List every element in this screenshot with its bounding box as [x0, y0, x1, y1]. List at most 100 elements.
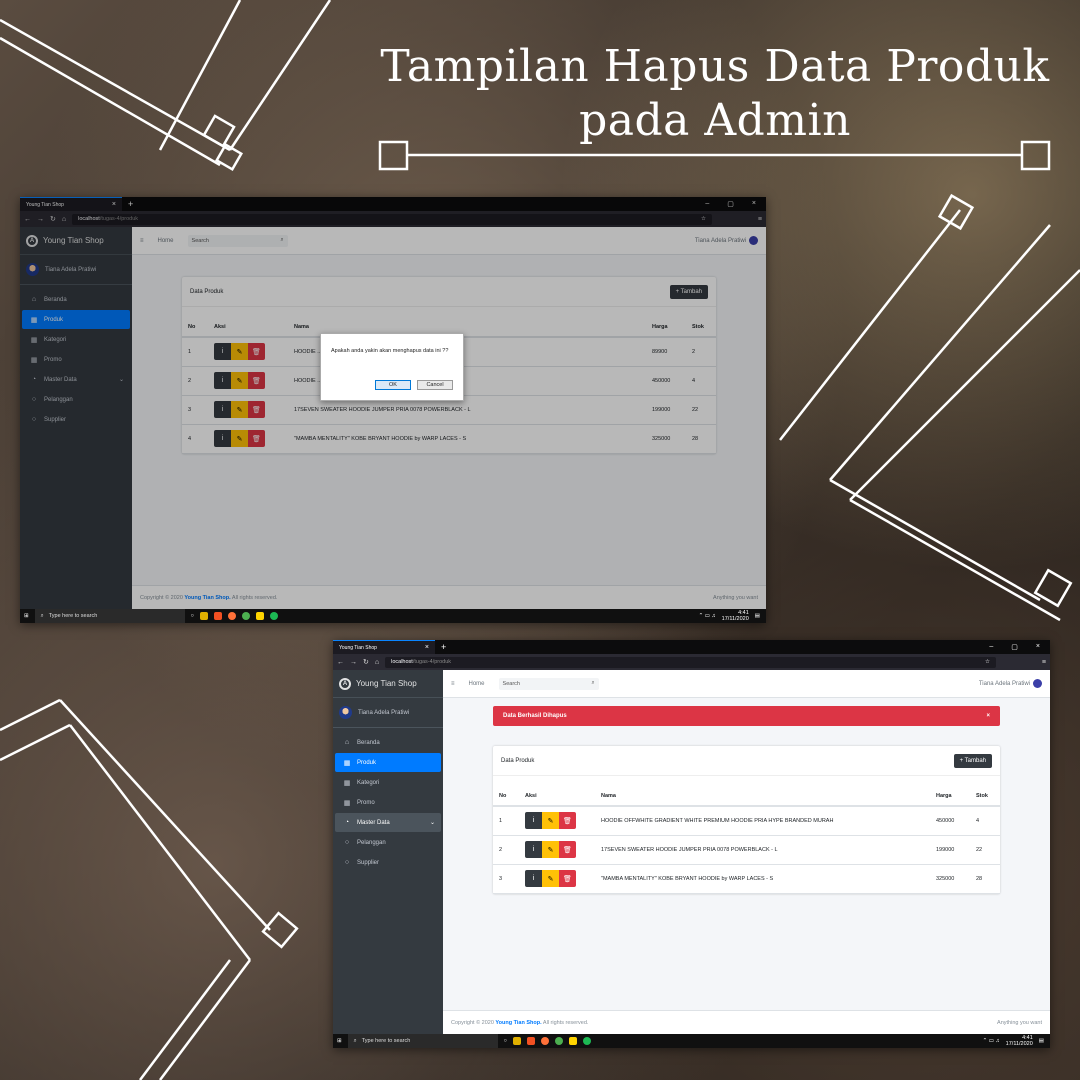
browser-tab[interactable]: Young Tian Shop×: [333, 640, 435, 654]
edit-button[interactable]: ✎: [231, 343, 248, 361]
back-icon[interactable]: ←: [337, 658, 344, 666]
taskbar-search[interactable]: ⌕Type here to search: [34, 609, 185, 623]
hamburger-icon[interactable]: ≡: [140, 237, 144, 244]
sidebar-item-kategori[interactable]: ▦Kategori: [22, 330, 130, 349]
close-tab-icon[interactable]: ×: [424, 644, 429, 651]
reload-icon[interactable]: ↻: [363, 659, 369, 666]
forward-icon[interactable]: →: [37, 215, 44, 223]
home-icon[interactable]: ⌂: [374, 658, 380, 666]
sidebar-user[interactable]: Tiana Adela Pratiwi: [20, 255, 132, 285]
delete-button[interactable]: 🗑: [559, 812, 576, 830]
taskbar-search[interactable]: ⌕Type here to search: [347, 1034, 498, 1048]
sidebar-item-promo[interactable]: ▦Promo: [335, 793, 441, 812]
bookmark-icon[interactable]: ☆: [984, 659, 990, 665]
cortana-icon[interactable]: ○: [503, 1038, 507, 1044]
windows-start-icon[interactable]: ⊞: [24, 613, 29, 619]
info-button[interactable]: i: [525, 870, 542, 887]
sticky-notes-icon[interactable]: [255, 612, 264, 620]
info-button[interactable]: i: [525, 841, 542, 858]
navbar-user[interactable]: Tiana Adela Pratiwi: [695, 236, 758, 245]
delete-button[interactable]: 🗑: [559, 870, 576, 887]
sublime-icon[interactable]: [526, 1037, 535, 1045]
footer-brand-link[interactable]: Young Tian Shop.: [184, 594, 231, 601]
file-explorer-icon[interactable]: [512, 1037, 521, 1045]
sidebar-item-produk[interactable]: ▦Produk: [335, 753, 441, 772]
search-input[interactable]: Search⌕: [498, 677, 599, 690]
navbar-user[interactable]: Tiana Adela Pratiwi: [979, 679, 1042, 688]
delete-button[interactable]: 🗑: [248, 401, 265, 418]
close-tab-icon[interactable]: ×: [111, 201, 116, 208]
url-field[interactable]: localhost/tugas-4/produk☆: [385, 656, 996, 668]
add-product-button[interactable]: + Tambah: [953, 753, 992, 768]
chrome-icon[interactable]: [554, 1037, 563, 1045]
sublime-icon[interactable]: [213, 612, 222, 620]
close-window-icon[interactable]: ×: [751, 200, 756, 207]
spotify-icon[interactable]: [269, 612, 278, 620]
new-tab-icon[interactable]: +: [128, 199, 134, 209]
sidebar-item-beranda[interactable]: ⌂Beranda: [335, 733, 441, 752]
sidebar-item-kategori[interactable]: ▦Kategori: [335, 773, 441, 792]
delete-button[interactable]: 🗑: [248, 372, 265, 389]
delete-button[interactable]: 🗑: [559, 841, 576, 858]
search-icon[interactable]: ⌕: [591, 680, 595, 686]
sidebar-item-supplier[interactable]: ○Supplier: [335, 853, 441, 872]
close-window-icon[interactable]: ×: [1035, 643, 1040, 650]
minimize-icon[interactable]: –: [989, 643, 994, 650]
chrome-icon[interactable]: [241, 612, 250, 620]
maximize-icon[interactable]: ▢: [1011, 644, 1018, 651]
edit-button[interactable]: ✎: [231, 401, 248, 418]
delete-button[interactable]: 🗑: [248, 430, 265, 447]
edit-button[interactable]: ✎: [231, 372, 248, 389]
minimize-icon[interactable]: –: [705, 200, 710, 207]
maximize-icon[interactable]: ▢: [727, 201, 734, 208]
notification-icon[interactable]: ▤: [1038, 1038, 1044, 1044]
edit-button[interactable]: ✎: [542, 841, 559, 858]
sidebar-item-pelanggan[interactable]: ○Pelanggan: [335, 833, 441, 852]
edit-button[interactable]: ✎: [542, 870, 559, 887]
ok-button[interactable]: OK: [375, 380, 411, 390]
edit-button[interactable]: ✎: [231, 430, 248, 447]
windows-start-icon[interactable]: ⊞: [337, 1038, 342, 1044]
menu-icon[interactable]: ≡: [757, 215, 762, 223]
sidebar-item-beranda[interactable]: ⌂Beranda: [22, 290, 130, 309]
forward-icon[interactable]: →: [350, 658, 357, 666]
firefox-icon[interactable]: [540, 1037, 549, 1045]
cortana-icon[interactable]: ○: [190, 613, 194, 619]
home-icon[interactable]: ⌂: [61, 215, 67, 223]
info-button[interactable]: i: [214, 372, 231, 389]
hamburger-icon[interactable]: ≡: [451, 680, 455, 687]
nav-home-link[interactable]: Home: [157, 237, 174, 244]
info-button[interactable]: i: [214, 430, 231, 447]
notification-icon[interactable]: ▤: [754, 613, 760, 619]
firefox-icon[interactable]: [227, 612, 236, 620]
sticky-notes-icon[interactable]: [568, 1037, 577, 1045]
url-field[interactable]: localhost/tugas-4/produk☆: [72, 213, 712, 225]
sidebar-user[interactable]: Tiana Adela Pratiwi: [333, 698, 443, 728]
file-explorer-icon[interactable]: [199, 612, 208, 620]
footer-brand-link[interactable]: Young Tian Shop.: [495, 1019, 542, 1026]
edit-button[interactable]: ✎: [542, 812, 559, 830]
new-tab-icon[interactable]: +: [441, 642, 447, 652]
sidebar-item-promo[interactable]: ▦Promo: [22, 350, 130, 369]
bookmark-icon[interactable]: ☆: [700, 216, 706, 222]
cancel-button[interactable]: Cancel: [417, 380, 453, 390]
sidebar-item-produk[interactable]: ▦Produk: [22, 310, 130, 329]
info-button[interactable]: i: [214, 343, 231, 361]
info-button[interactable]: i: [214, 401, 231, 418]
menu-icon[interactable]: ≡: [1041, 658, 1046, 666]
sidebar-item-supplier[interactable]: ○Supplier: [22, 410, 130, 429]
sidebar-item-master-data[interactable]: ◔Master Data⌄: [22, 370, 130, 389]
spotify-icon[interactable]: [582, 1037, 591, 1045]
sidebar-item-pelanggan[interactable]: ○Pelanggan: [22, 390, 130, 409]
search-icon[interactable]: ⌕: [280, 237, 284, 243]
delete-button[interactable]: 🗑: [248, 343, 265, 361]
sidebar-item-master-data[interactable]: ◔Master Data⌄: [335, 813, 441, 832]
info-button[interactable]: i: [525, 812, 542, 830]
search-input[interactable]: Search⌕: [187, 234, 288, 247]
back-icon[interactable]: ←: [24, 215, 31, 223]
add-product-button[interactable]: + Tambah: [669, 284, 708, 299]
